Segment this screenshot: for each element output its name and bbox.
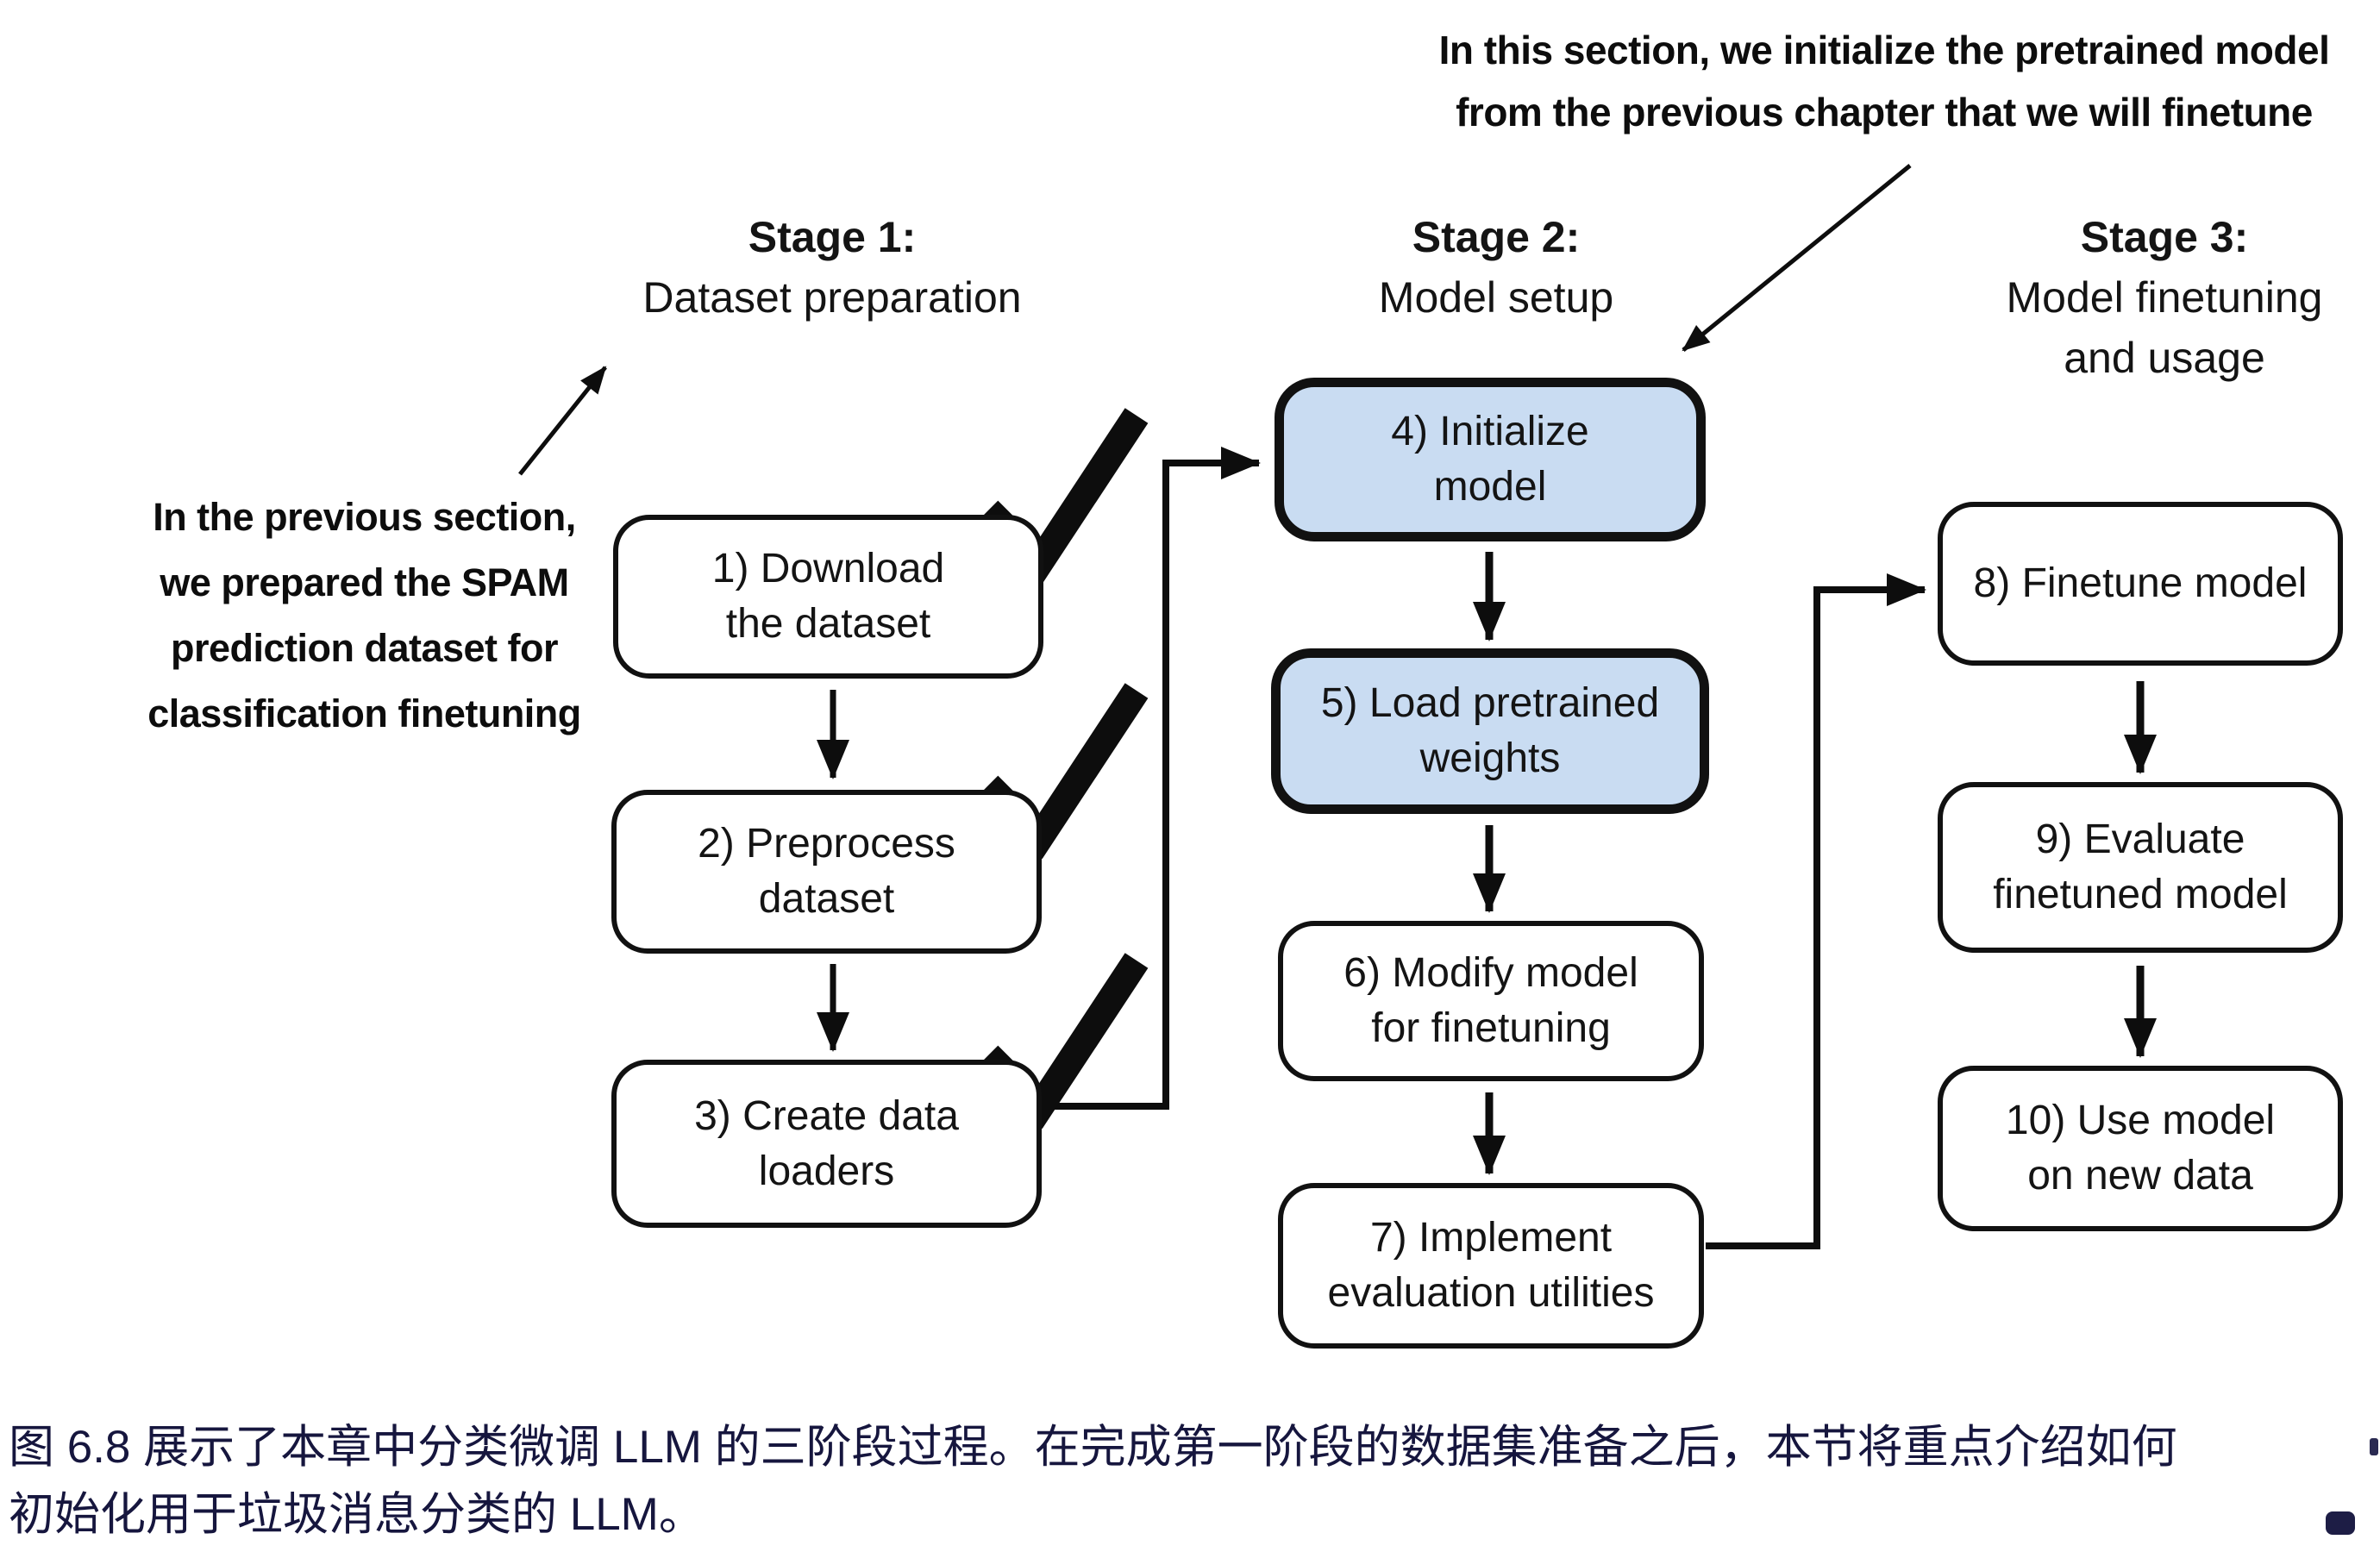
top-annotation-arrow <box>1682 164 1912 352</box>
left-annotation-line1: In the previous section, <box>153 495 576 539</box>
stage2-header: Stage 2: Model setup <box>1237 207 1755 328</box>
stage2-subtitle: Model setup <box>1378 273 1614 322</box>
left-annotation-arrow <box>518 366 607 476</box>
box10-line1: 10) Use model <box>2005 1098 2276 1143</box>
box4-line2: model <box>1433 464 1547 510</box>
box3-line2: loaders <box>758 1148 895 1194</box>
stage2-title: Stage 2: <box>1412 213 1581 261</box>
stage1-header: Stage 1: Dataset preparation <box>573 207 1091 328</box>
box2-line2: dataset <box>758 876 895 922</box>
box6-line1: 6) Modify model <box>1343 950 1638 996</box>
flow-box-1-download-dataset: 1) Download the dataset <box>613 515 1043 679</box>
stage3-subtitle-line1: Model finetuning <box>2006 273 2323 322</box>
flow-box-8-finetune-model: 8) Finetune model <box>1938 502 2343 666</box>
left-annotation-line3: prediction dataset for <box>170 626 559 670</box>
left-annotation-line2: we prepared the SPAM <box>160 560 569 604</box>
top-annotation: In this section, we initialize the pretr… <box>1397 19 2371 143</box>
box8-line1: 8) Finetune model <box>1973 560 2308 606</box>
box5-line2: weights <box>1419 735 1561 781</box>
box6-line2: for finetuning <box>1371 1005 1611 1051</box>
box9-line1: 9) Evaluate <box>2035 817 2245 862</box>
stage3-title: Stage 3: <box>2080 213 2249 261</box>
box5-line1: 5) Load pretrained <box>1320 680 1660 726</box>
box10-line2: on new data <box>2027 1153 2253 1198</box>
top-annotation-line1: In this section, we initialize the pretr… <box>1438 28 2330 72</box>
connector-box3-box4 <box>1045 447 1261 1110</box>
caption-line1: 图 6.8 展示了本章中分类微调 LLM 的三阶段过程。在完成第一阶段的数据集准… <box>9 1422 2177 1473</box>
box9-line2: finetuned model <box>1993 872 2288 917</box>
flow-box-7-implement-evaluation-utilities: 7) Implement evaluation utilities <box>1278 1183 1704 1349</box>
stage3-subtitle-line2: and usage <box>2064 334 2265 382</box>
left-annotation-line4: classification finetuning <box>147 692 581 735</box>
box7-line2: evaluation utilities <box>1327 1270 1655 1316</box>
box2-line1: 2) Preprocess <box>698 821 955 867</box>
box4-line1: 4) Initialize <box>1391 409 1589 454</box>
left-annotation: In the previous section, we prepared the… <box>129 485 599 747</box>
figure-caption: 图 6.8 展示了本章中分类微调 LLM 的三阶段过程。在完成第一阶段的数据集准… <box>9 1414 2378 1549</box>
flow-box-4-initialize-model: 4) Initialize model <box>1275 378 1706 541</box>
box1-line1: 1) Download <box>711 546 945 591</box>
flow-box-2-preprocess-dataset: 2) Preprocess dataset <box>611 790 1042 954</box>
flow-box-9-evaluate-finetuned-model: 9) Evaluate finetuned model <box>1938 782 2343 953</box>
flow-box-10-use-model-new-data: 10) Use model on new data <box>1938 1066 2343 1231</box>
connector-box7-box8 <box>1706 573 1926 1249</box>
caption-line2: 初始化用于垃圾消息分类的 LLM。 <box>9 1489 705 1540</box>
flow-box-3-create-data-loaders: 3) Create data loaders <box>611 1060 1042 1228</box>
artifact-edge-mark <box>2370 1438 2378 1455</box>
stage1-title: Stage 1: <box>748 213 917 261</box>
box3-line1: 3) Create data <box>694 1092 959 1139</box>
artifact-dot <box>2326 1511 2355 1535</box>
flow-box-5-load-pretrained-weights: 5) Load pretrained weights <box>1271 648 1709 814</box>
box7-line1: 7) Implement <box>1369 1215 1613 1261</box>
stage3-header: Stage 3: Model finetuning and usage <box>1906 207 2380 388</box>
box1-line2: the dataset <box>725 601 931 647</box>
stage1-subtitle: Dataset preparation <box>642 273 1022 322</box>
flow-box-6-modify-model: 6) Modify model for finetuning <box>1278 921 1704 1081</box>
top-annotation-line2: from the previous chapter that we will f… <box>1456 90 2313 135</box>
